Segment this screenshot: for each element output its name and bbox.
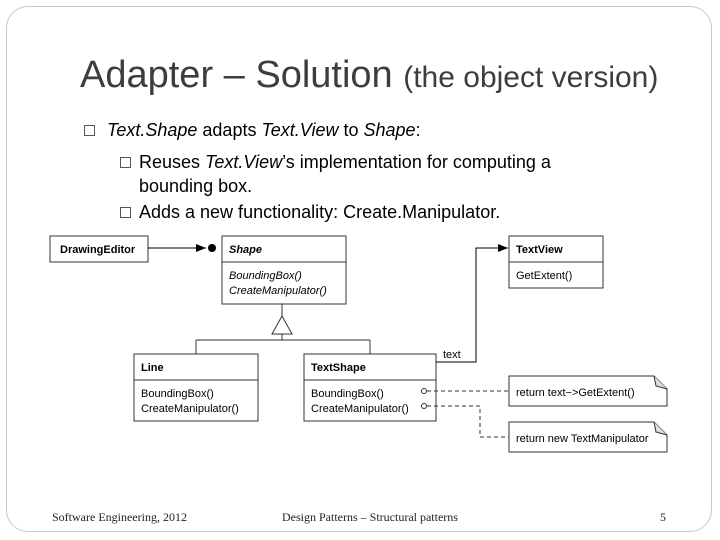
note-getextent-text: return text−>GetExtent() [516, 387, 635, 399]
note-getextent: return text−>GetExtent() [421, 375, 668, 407]
bullet-2-pre: Reuses [139, 152, 206, 172]
class-shape-op: BoundingBox() [229, 270, 302, 282]
bullet-1: Text.Shape adapts Text.View to Shape: [84, 120, 421, 141]
assoc-text-label: text [443, 349, 461, 361]
note-textmanipulator-text: return new TextManipulator [516, 433, 649, 445]
inheritance-tree [195, 304, 371, 354]
bullet-box-icon [120, 157, 131, 168]
bullet-2-view: Text.View [205, 152, 283, 172]
bullet-1-shape: Text.Shape [107, 120, 198, 140]
bullet-box-icon [120, 207, 131, 218]
bullet-3-text: Adds a new functionality: Create.Manipul… [139, 202, 501, 222]
page-number: 5 [660, 510, 666, 524]
assoc-drawingeditor-shape [148, 244, 216, 252]
bullet-2: Reuses Text.View’s implementation for co… [120, 150, 551, 198]
assoc-textshape-textview: text [436, 244, 508, 363]
bullet-3: Adds a new functionality: Create.Manipul… [120, 202, 500, 223]
class-line-op: BoundingBox() [141, 388, 214, 400]
footer-left: Software Engineering, 2012 [52, 510, 187, 524]
bullet-1-end: : [415, 120, 421, 140]
bullet-box-icon [84, 125, 95, 136]
bullet-1-to: to [338, 120, 364, 140]
class-shape-name: Shape [229, 244, 262, 256]
bullet-1-adapts: adapts [197, 120, 262, 140]
class-shape: Shape BoundingBox() CreateManipulator() [221, 235, 347, 305]
slide-title: Adapter – Solution (the object version) [80, 54, 658, 97]
class-line-name: Line [141, 362, 164, 374]
class-textview-name: TextView [516, 244, 563, 256]
class-textshape: TextShape BoundingBox() CreateManipulato… [303, 353, 437, 422]
class-drawing-editor: DrawingEditor [49, 235, 149, 263]
bullet-2-cont: bounding box. [139, 176, 253, 196]
note-textmanipulator: return new TextManipulator [421, 403, 668, 453]
footer-center: Design Patterns – Structural patterns [282, 510, 458, 524]
class-drawing-editor-name: DrawingEditor [60, 244, 136, 256]
bullet-2-post: ’s implementation for computing a [282, 152, 551, 172]
class-textshape-name: TextShape [311, 362, 366, 374]
bullet-1-view: Text.View [261, 120, 339, 140]
class-textshape-op: BoundingBox() [311, 388, 384, 400]
slide-frame [6, 6, 712, 532]
class-line: Line BoundingBox() CreateManipulator() [133, 353, 259, 422]
bullet-1-target: Shape [363, 120, 416, 140]
class-textshape-op: CreateManipulator() [311, 403, 409, 415]
class-textview: TextView GetExtent() [508, 235, 604, 289]
title-main: Adapter – Solution [80, 54, 393, 96]
class-textview-op: GetExtent() [516, 270, 572, 282]
title-sub: (the object version) [403, 61, 659, 94]
class-line-op: CreateManipulator() [141, 403, 239, 415]
class-shape-op: CreateManipulator() [229, 285, 327, 297]
